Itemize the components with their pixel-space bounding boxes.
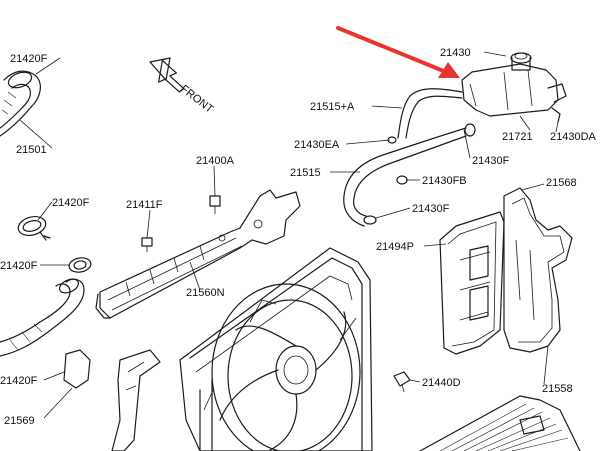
upper-bracket-21560n	[95, 189, 301, 319]
part-label-21569: 21569	[4, 415, 35, 427]
reservoir-hose-21515a	[397, 88, 463, 139]
fan-shroud	[179, 247, 373, 451]
part-label-21420f: 21420F	[0, 375, 38, 387]
reservoir-tank-21430	[461, 52, 567, 123]
part-label-21420f: 21420F	[0, 260, 38, 272]
part-label-21501: 21501	[16, 144, 47, 156]
part-label-21568: 21568	[546, 177, 577, 189]
part-label-21440d: 21440D	[422, 377, 461, 389]
part-label-21430: 21430	[440, 47, 471, 59]
side-seal-21558	[503, 187, 573, 353]
lower-hose	[0, 278, 85, 357]
hose-clip	[363, 136, 408, 225]
upper-hose-21501	[0, 70, 41, 137]
front-direction-arrow-icon	[149, 57, 185, 93]
part-label-21430fb: 21430FB	[422, 175, 467, 187]
hose-clamp	[68, 257, 92, 273]
radiator-core	[419, 395, 581, 451]
part-label-21400a: 21400A	[196, 155, 235, 167]
part-label-21430ea: 21430EA	[294, 139, 340, 151]
part-label-21558: 21558	[542, 383, 573, 395]
front-direction-label: FRONT	[178, 83, 215, 116]
callout-arrow-icon	[336, 26, 460, 78]
leader-lines	[19, 51, 559, 419]
part-label-21515: 21515	[290, 167, 321, 179]
part-label-21420f: 21420F	[52, 197, 90, 209]
bolt	[209, 195, 221, 214]
part-label-21721: 21721	[502, 131, 533, 143]
part-label-21420f: 21420F	[10, 53, 48, 65]
part-label-21494p: 21494P	[376, 241, 414, 253]
hose-clamp	[17, 215, 51, 241]
reservoir-hose-21515	[343, 123, 476, 227]
bolt-21440d	[393, 371, 411, 393]
part-label-21560n: 21560N	[186, 287, 225, 299]
side-seal-21569	[63, 349, 161, 451]
part-label-21430f: 21430F	[472, 155, 510, 167]
part-label-21515a: 21515+A	[310, 101, 355, 113]
part-label-21411f: 21411F	[126, 199, 163, 211]
radiator-seal-21494p	[439, 211, 505, 355]
bolt	[141, 237, 153, 252]
part-label-21430f: 21430F	[412, 203, 450, 215]
part-label-21430da: 21430DA	[550, 131, 597, 143]
